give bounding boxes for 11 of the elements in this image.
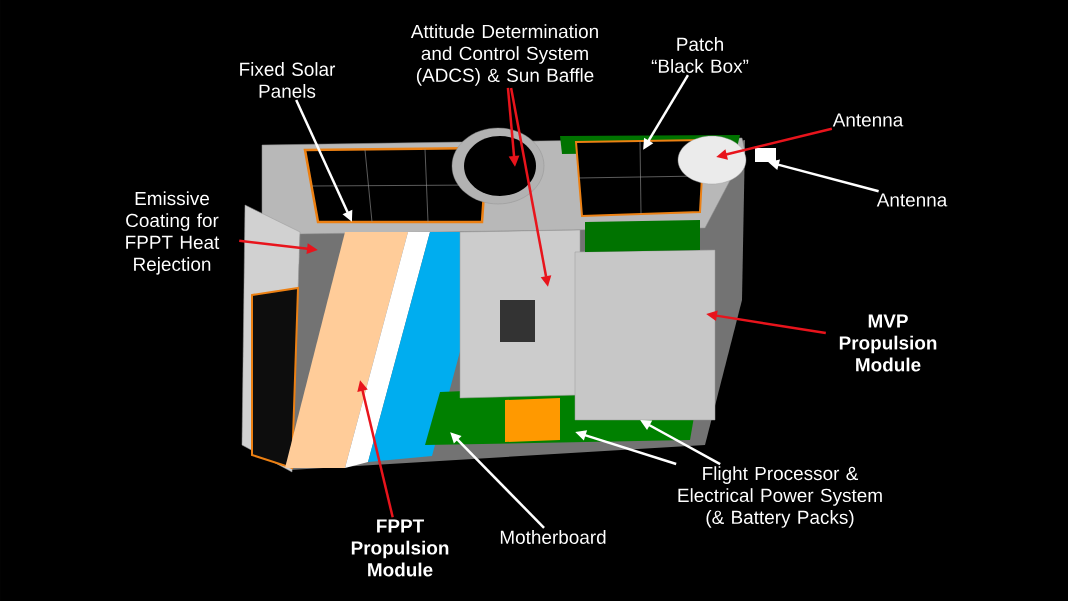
callout-label: Patch “Black Box”: [651, 37, 749, 73]
callout-label: Motherboard: [500, 530, 606, 544]
callout-label: Emissive Coating for FPPT Heat Rejection: [126, 191, 220, 275]
callout-label: FPPT Propulsion Module: [351, 519, 449, 577]
callout-label: Attitude Determination and Control System (ADCS) & Sun Baffle: [410, 24, 598, 86]
callout-label: MVP Propulsion Module: [839, 314, 937, 372]
callout-label: Antenna: [876, 193, 948, 207]
callout-label: Fixed Solar Panels: [240, 62, 336, 98]
callout-label: Antenna: [832, 113, 904, 127]
leader-arrow: [450, 432, 545, 529]
callout-label: Flight Processor & Electrical Power System (& Battery Packs): [678, 466, 882, 528]
